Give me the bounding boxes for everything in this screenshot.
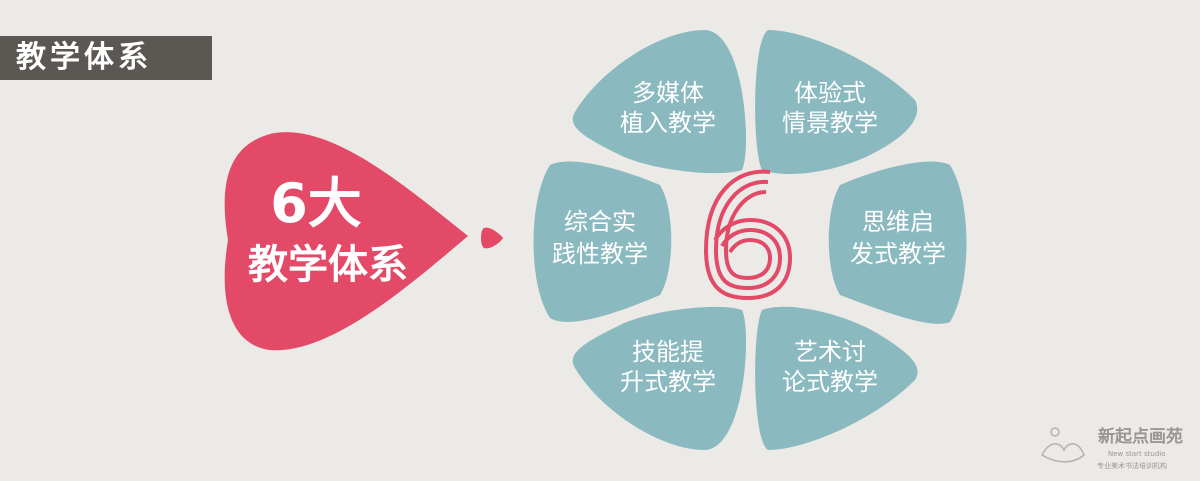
center-numeral-six: 6 [703, 169, 793, 301]
petal-multimedia: 多媒体 植入教学 [572, 30, 747, 174]
hero-title: 6大 [270, 172, 362, 235]
petal-label-5b: 升式教学 [620, 368, 716, 396]
section-title: 教学体系 [0, 36, 212, 80]
brand-logo: 新起点画苑 New start studio 专业美术书法培训机构 [1041, 426, 1183, 470]
petal-label-5a: 技能提 [632, 338, 704, 366]
petal-label-3b: 发式教学 [850, 240, 946, 268]
petal-label-3a: 思维启 [862, 208, 934, 236]
petal-label-1b: 植入教学 [620, 109, 716, 137]
logo-figure-icon [1041, 443, 1085, 463]
petal-label-4a: 艺术讨 [794, 338, 866, 366]
petal-label-2a: 体验式 [794, 79, 866, 107]
logo-english: New start studio [1108, 450, 1166, 458]
hero-subtitle: 教学体系 [248, 242, 408, 288]
petal-label-1a: 多媒体 [632, 79, 704, 107]
pointer-arrow-icon [481, 227, 503, 249]
petal-experiential: 体验式 情景教学 [755, 30, 918, 175]
petal-practice: 综合实 践性教学 [533, 161, 672, 322]
petal-skill-upgrade: 技能提 升式教学 [572, 306, 747, 450]
petal-heuristic: 思维启 发式教学 [828, 161, 967, 324]
logo-tagline: 专业美术书法培训机构 [1097, 461, 1167, 470]
petal-label-6b: 践性教学 [552, 240, 648, 268]
petal-label-6a: 综合实 [564, 208, 636, 236]
center-numeral-text: 6 [748, 254, 749, 256]
petal-label-2b: 情景教学 [782, 109, 878, 137]
petal-art-discussion: 艺术讨 论式教学 [755, 306, 918, 450]
logo-sun-icon [1050, 427, 1060, 437]
hero-shape [224, 132, 468, 351]
petal-label-4b: 论式教学 [782, 368, 878, 396]
logo-name: 新起点画苑 [1098, 426, 1183, 447]
